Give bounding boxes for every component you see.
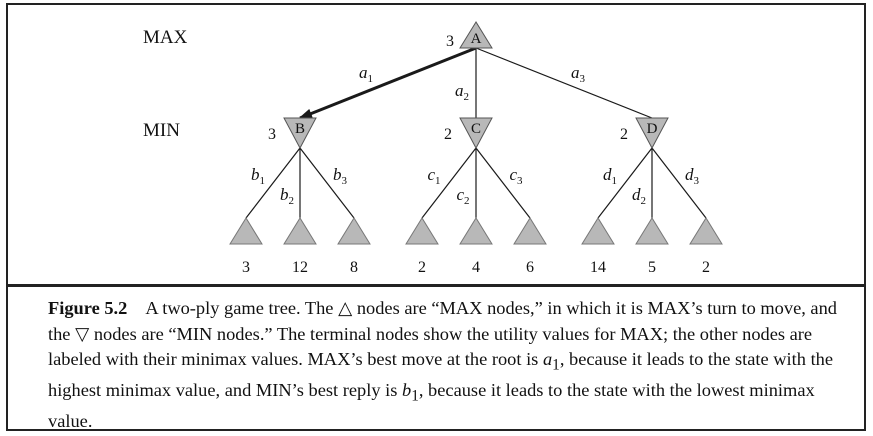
root-node-label: A — [471, 31, 482, 47]
caption-divider — [6, 284, 866, 287]
edge-label-a3: a3 — [571, 63, 586, 85]
leaf-value: 2 — [418, 259, 426, 276]
caption-b1-sub: 1 — [411, 387, 419, 405]
leaf-node — [337, 217, 371, 245]
leaf-node — [229, 217, 263, 245]
root-node-value: 3 — [446, 33, 454, 50]
edge-label-a2: a2 — [455, 81, 469, 103]
edge-label-c2: c2 — [456, 185, 469, 207]
caption-text-11: , because it leads to the state with the… — [48, 380, 815, 432]
caption-text-6: nodes.” The terminal nodes show the util… — [212, 323, 621, 344]
caption-text-5: nodes are “ — [89, 323, 177, 344]
leaf-node — [689, 217, 723, 245]
min-node-label: B — [295, 121, 305, 137]
edge-d1 — [597, 147, 653, 219]
min-node-value: 2 — [620, 126, 628, 143]
leaf-value: 12 — [292, 259, 308, 276]
min-node-label: D — [647, 121, 658, 137]
edge-b3 — [299, 147, 355, 219]
edge-label-d3: d3 — [685, 165, 700, 187]
caption-text-2: nodes are “ — [352, 298, 440, 318]
edge-label-b2: b2 — [280, 185, 294, 207]
edge-label-d1: d1 — [603, 165, 617, 187]
edge-label-b3: b3 — [333, 165, 348, 187]
leaf-value: 5 — [648, 259, 656, 276]
caption-text-1: A two-ply game tree. The — [145, 298, 339, 318]
leaf-node — [513, 217, 547, 245]
leaf-value: 3 — [242, 259, 250, 276]
caption-text-7: ; the other nodes are labeled with their… — [48, 323, 813, 370]
edge-c1 — [421, 147, 477, 219]
caption-text-9: , because it leads to the state with the… — [48, 349, 834, 401]
figure-frame — [6, 3, 866, 431]
caption-max-4: MAX — [307, 349, 351, 369]
caption-max-2: MAX — [647, 298, 691, 318]
level-label-min: MIN — [143, 120, 180, 141]
edge-label-c1: c1 — [427, 165, 440, 187]
root-node-max — [459, 21, 493, 49]
caption-text-3: nodes,” in which it is — [482, 298, 648, 318]
leaf-node — [405, 217, 439, 245]
caption-b1-base: b — [401, 380, 412, 401]
leaf-value: 8 — [350, 259, 358, 276]
leaf-value: 6 — [526, 259, 534, 276]
min-node-d — [635, 117, 669, 150]
leaf-node — [581, 217, 615, 245]
edge-a3 — [475, 47, 653, 119]
min-node-b — [283, 117, 317, 150]
leaf-node — [283, 217, 317, 245]
caption-figure-label: Figure 5.2 — [48, 298, 128, 318]
edge-label-b1: b1 — [251, 165, 265, 187]
caption-min-1: MIN — [176, 323, 213, 344]
level-label-max: MAX — [143, 27, 188, 48]
caption-text-8: ’s best move at the root is — [350, 349, 543, 369]
caption-text-10: ’s best reply is — [291, 380, 402, 401]
caption-max-1: MAX — [439, 298, 483, 318]
caption-min-2: MIN — [255, 380, 292, 401]
min-node-label: C — [471, 121, 481, 137]
leaf-node — [635, 217, 669, 245]
leaf-value: 14 — [590, 259, 606, 276]
caption-text-4: ’s turn to move, and the — [48, 298, 837, 344]
edge-c3 — [475, 147, 531, 219]
caption-min-symbol: ▽ — [75, 323, 90, 344]
min-node-c — [459, 117, 493, 150]
edge-label-d2: d2 — [632, 185, 646, 207]
leaf-node — [459, 217, 493, 245]
edge-d3 — [651, 147, 707, 219]
caption-a1-base: a — [542, 349, 553, 369]
caption-max-symbol: △ — [338, 298, 353, 318]
game-tree: A B C D a1 a2 a3 3 12 8 b1 b2 b3 2 4 6 c1 c2 c3 14 5 2 d1 d2 d3… — [143, 21, 723, 276]
leaf-value: 4 — [472, 259, 480, 276]
caption-max-3: MAX — [620, 323, 663, 344]
edge-label-c3: c3 — [509, 165, 523, 187]
caption-a1-sub: 1 — [552, 356, 560, 374]
edge-a1 — [298, 46, 477, 120]
leaf-value: 2 — [702, 259, 710, 276]
min-node-value: 3 — [268, 126, 276, 143]
figure-caption: Figure 5.2 A two-ply game tree. The △ nod… — [48, 296, 838, 435]
edge-label-a1: a1 — [359, 63, 373, 85]
min-node-value: 2 — [444, 126, 452, 143]
edge-b1 — [245, 147, 301, 219]
